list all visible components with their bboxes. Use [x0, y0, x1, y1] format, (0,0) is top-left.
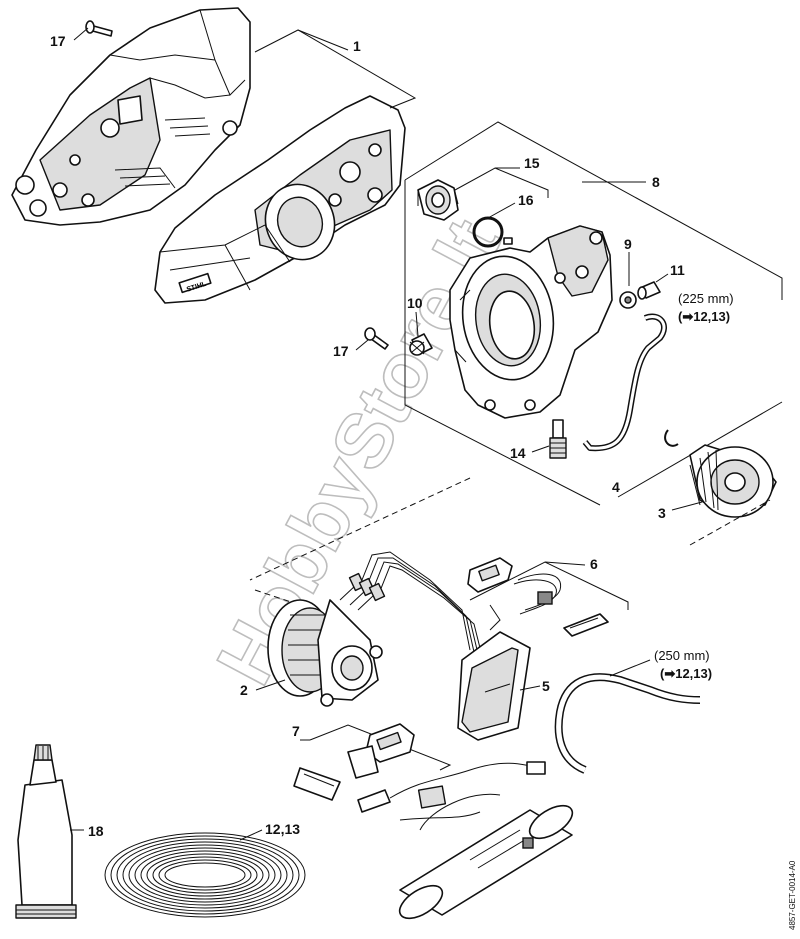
assembly-dashed-lines — [249, 477, 771, 606]
connector-set-7: 7 — [292, 723, 452, 813]
spring-pin-14: 14 — [510, 419, 567, 461]
label-1-callout: 1 — [254, 29, 417, 109]
screw-17-top: 17 — [50, 20, 113, 49]
hose-length-225: (225 mm) — [678, 291, 734, 306]
small-pin — [503, 237, 513, 245]
hose-length-250: (250 mm) — [654, 648, 710, 663]
label-17-mid: 17 — [333, 343, 349, 359]
label-7: 7 — [292, 723, 300, 739]
sleeve-11: 11 — [637, 262, 685, 300]
label-15: 15 — [524, 155, 540, 171]
housing-shell-left — [11, 7, 251, 226]
hose-250mm: (250 mm) (➡12,13) — [554, 648, 712, 774]
battery-tube — [389, 761, 574, 920]
gear-10: 10 — [407, 295, 433, 356]
connector-set-6: 6 — [467, 556, 629, 637]
housing-shell-right: STIHL — [154, 95, 406, 304]
label-6: 6 — [590, 556, 598, 572]
wiring-harness — [348, 551, 483, 657]
label-8: 8 — [652, 174, 660, 190]
grease-tube-18: 18 — [15, 744, 104, 919]
hose-coil-12-13: 12,13 — [104, 821, 306, 918]
hose-225mm: (225 mm) (➡12,13) — [582, 291, 734, 452]
drawing-code: 4857-GET-0014-A0 — [788, 860, 797, 930]
screw-17-mid: 17 — [333, 327, 389, 359]
label-17-top: 17 — [50, 33, 66, 49]
motor-housing-8 — [449, 225, 613, 419]
label-15-16-callout: 15 16 — [454, 155, 549, 219]
fan-3: 3 — [658, 429, 777, 521]
label-10: 10 — [407, 295, 423, 311]
hose-ref-250: (➡12,13) — [660, 666, 712, 681]
grommet-9: 9 — [619, 236, 637, 309]
label-18: 18 — [88, 823, 104, 839]
coupling-part-15 — [417, 179, 459, 221]
stator-2: 2 — [240, 584, 383, 707]
label-2: 2 — [240, 682, 248, 698]
label-3: 3 — [658, 505, 666, 521]
label-16: 16 — [518, 192, 534, 208]
label-1: 1 — [353, 38, 361, 54]
label-12-13: 12,13 — [265, 821, 300, 837]
label-14: 14 — [510, 445, 526, 461]
label-4: 4 — [612, 479, 620, 495]
label-5: 5 — [542, 678, 550, 694]
label-11: 11 — [670, 262, 685, 278]
hose-ref-225: (➡12,13) — [678, 309, 730, 324]
label-9: 9 — [624, 236, 632, 252]
electronics-module-5: 5 — [457, 631, 550, 741]
